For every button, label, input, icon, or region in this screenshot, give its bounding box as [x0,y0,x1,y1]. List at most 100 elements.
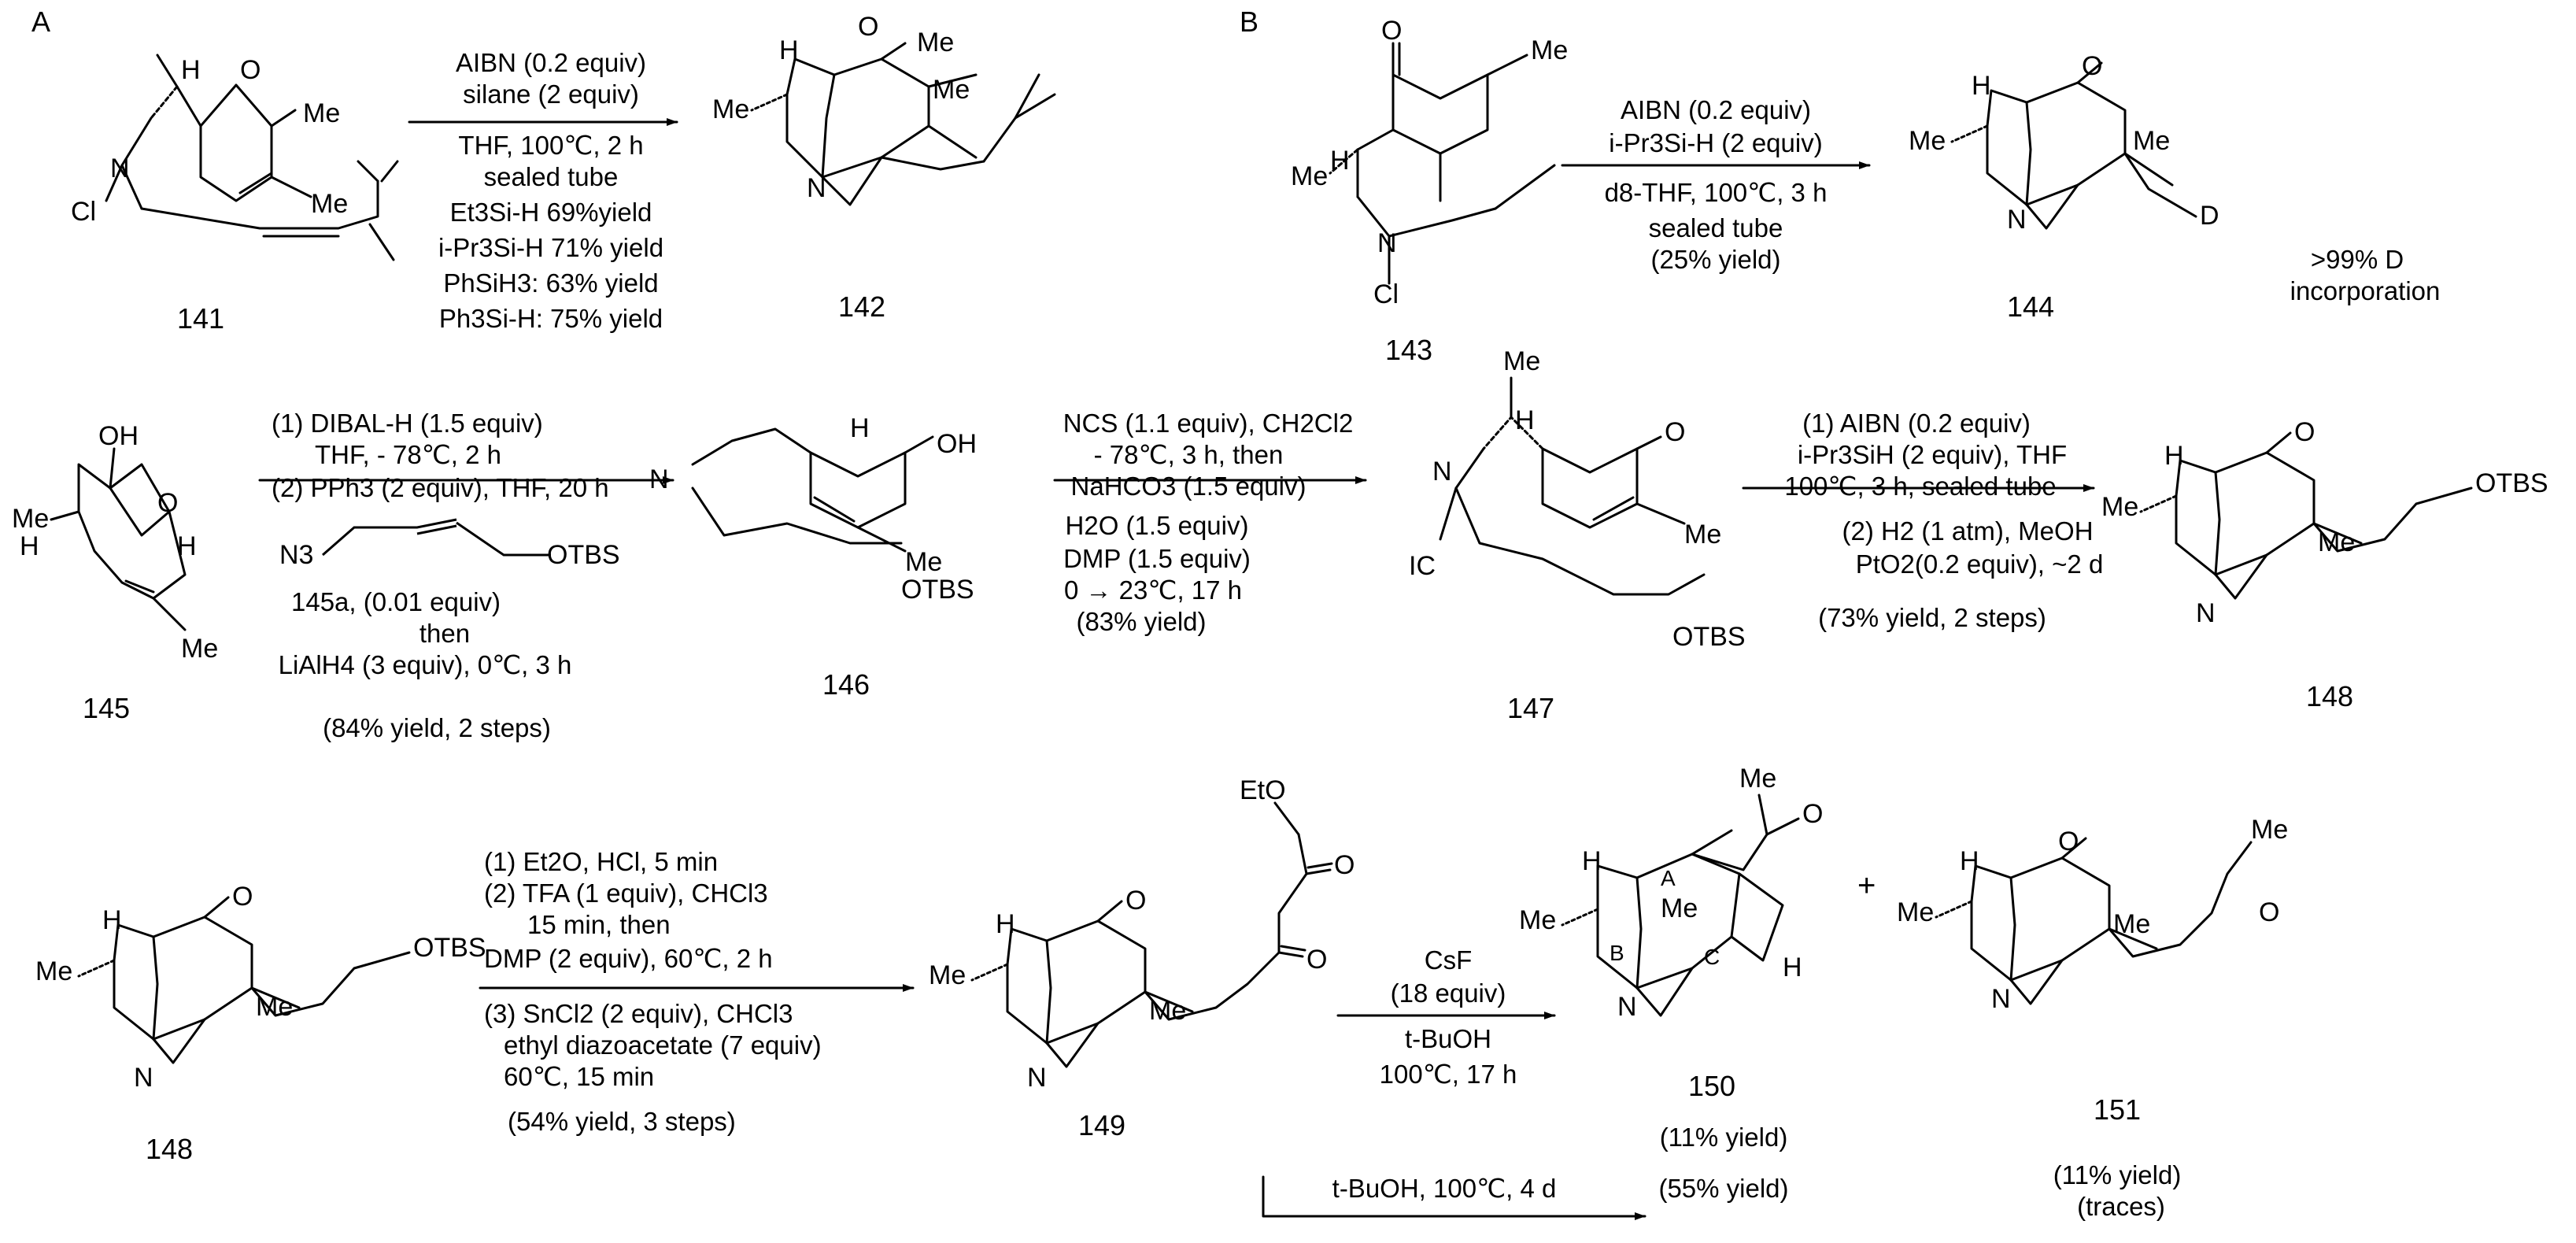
atom-h: H [850,413,870,443]
r2-note-2: incorporation [2290,276,2441,305]
atom-o: O [858,12,878,42]
r1-yield-4: Ph3Si-H: 75% yield [438,304,663,333]
r1-line-2: silane (2 equiv) [463,80,639,109]
atom-oh: OH [937,429,977,459]
structure-141 [105,54,399,261]
compound-label-143: 143 [1384,334,1433,366]
r4-line-2: - 78℃, 3 h, then [1093,440,1284,469]
r1-line-3: THF, 100℃, 2 h [458,131,644,160]
atom-n: N [1377,228,1397,258]
r4-line-4: H2O (1.5 equiv) [1065,511,1249,540]
atom-h: H [1515,405,1535,435]
r5-line-5: PtO2(0.2 equiv), ~2 d [1855,549,2104,579]
atom-o: O [232,882,253,912]
atom-me: Me [35,956,72,986]
r6-line-1: (1) Et2O, HCl, 5 min [484,847,719,876]
atom-o: O [2294,417,2315,447]
atom-me: Me [917,28,954,57]
r3-line-1: (1) DIBAL-H (1.5 equiv) [272,409,543,438]
atom-o: O [2058,827,2079,856]
r5-line-1: (1) AIBN (0.2 equiv) [1802,409,2031,438]
r8-line-1: t-BuOH, 100℃, 4 d [1332,1174,1557,1203]
atom-me: Me [1519,905,1556,935]
yield-151-a: (11% yield) [2053,1160,2182,1189]
atom-n: N [1991,984,2011,1014]
r3-line-4: 145a, (0.01 equiv) [291,587,501,616]
compound-label-144: 144 [2006,290,2055,323]
atom-h: H [20,531,39,561]
panel-label-b: B [1240,6,1259,38]
structure-143 [1329,42,1556,285]
atom-h: H [1960,846,1979,876]
structure-150 [1561,794,1800,1017]
atom-h: H [779,35,799,65]
r6-line-6: ethyl diazoacetate (7 equiv) [504,1030,822,1060]
atom-me: Me [256,992,293,1022]
atom-o: O [2082,51,2102,81]
compound-label-147: 147 [1506,692,1555,724]
atom-me: Me [2113,909,2150,939]
r3-line-7: (84% yield, 2 steps) [323,713,551,742]
structure-142 [750,42,1056,206]
r6-line-8: (54% yield, 3 steps) [508,1107,736,1136]
atom-n: N [2007,205,2027,235]
r2-line-4: sealed tube [1648,213,1783,242]
atom-n: N [1027,1063,1047,1093]
plus-sign: + [1857,868,1876,903]
yield-150-a: (11% yield) [1659,1123,1788,1152]
r5-line-4: (2) H2 (1 atm), MeOH [1842,516,2094,546]
atom-h: H [177,531,197,561]
atom-n: N [2196,598,2216,628]
structure-145 [50,447,187,631]
r2-line-1: AIBN (0.2 equiv) [1620,95,1812,124]
arrow-branch [1262,1175,1646,1220]
compound-label-146: 146 [822,668,870,701]
atom-otbs: OTBS [1672,622,1746,652]
atom-h: H [1972,71,1991,101]
r6-line-5: (3) SnCl2 (2 equiv), CHCl3 [484,999,793,1028]
r7-line-2: (18 equiv) [1390,978,1506,1008]
atom-n: N [1432,457,1452,486]
r7-line-1: CsF [1424,945,1473,975]
atom-me: Me [933,75,970,105]
atom-o: O [2259,897,2279,927]
atom-o: O [1125,886,1146,916]
r5-line-6: (73% yield, 2 steps) [1818,603,2046,632]
atom-otbs: OTBS [547,540,620,570]
ring-label-b: B [1610,941,1624,965]
atom-o: O [240,55,261,85]
r1-line-4: sealed tube [483,162,619,191]
atom-n3: N3 [279,540,314,570]
r6-line-2: (2) TFA (1 equiv), CHCl3 [484,879,768,908]
atom-me: Me [2133,126,2170,156]
r6-line-4: DMP (2 equiv), 60℃, 2 h [484,944,773,973]
r4-line-3: NaHCO3 (1.5 equiv) [1070,472,1306,501]
r7-line-3: t-BuOH [1404,1024,1492,1053]
r1-yield-2: i-Pr3Si-H 71% yield [438,233,664,262]
r3-line-3: (2) PPh3 (2 equiv), THF, 20 h [272,473,609,502]
r2-line-5: (25% yield) [1650,245,1781,274]
structure-151 [1935,837,2253,1005]
yield-150-b: (55% yield) [1658,1174,1789,1203]
atom-me: Me [1739,764,1776,794]
r3-line-2: THF, - 78℃, 2 h [315,440,501,469]
compound-label-149: 149 [1077,1109,1126,1141]
atom-me: Me [1909,126,1946,156]
atom-o: O [1334,850,1355,880]
atom-n: N [110,154,130,183]
atom-cl: Cl [71,197,96,227]
atom-me: Me [1661,893,1698,923]
r1-yield-1: Et3Si-H 69%yield [449,198,652,227]
atom-d: D [2200,201,2219,231]
atom-o: O [157,488,178,518]
structure-144 [1950,61,2197,230]
structure-147 [1439,376,1706,596]
atom-h: H [1330,146,1350,176]
atom-me: Me [1291,161,1328,191]
atom-n: N [649,464,669,494]
atom-me: Me [1531,35,1568,65]
atom-otbs: OTBS [901,575,974,605]
atom-o: O [1665,417,1685,447]
r5-line-2: i-Pr3SiH (2 equiv), THF [1797,440,2068,469]
r2-note-1: >99% D [2310,245,2404,274]
